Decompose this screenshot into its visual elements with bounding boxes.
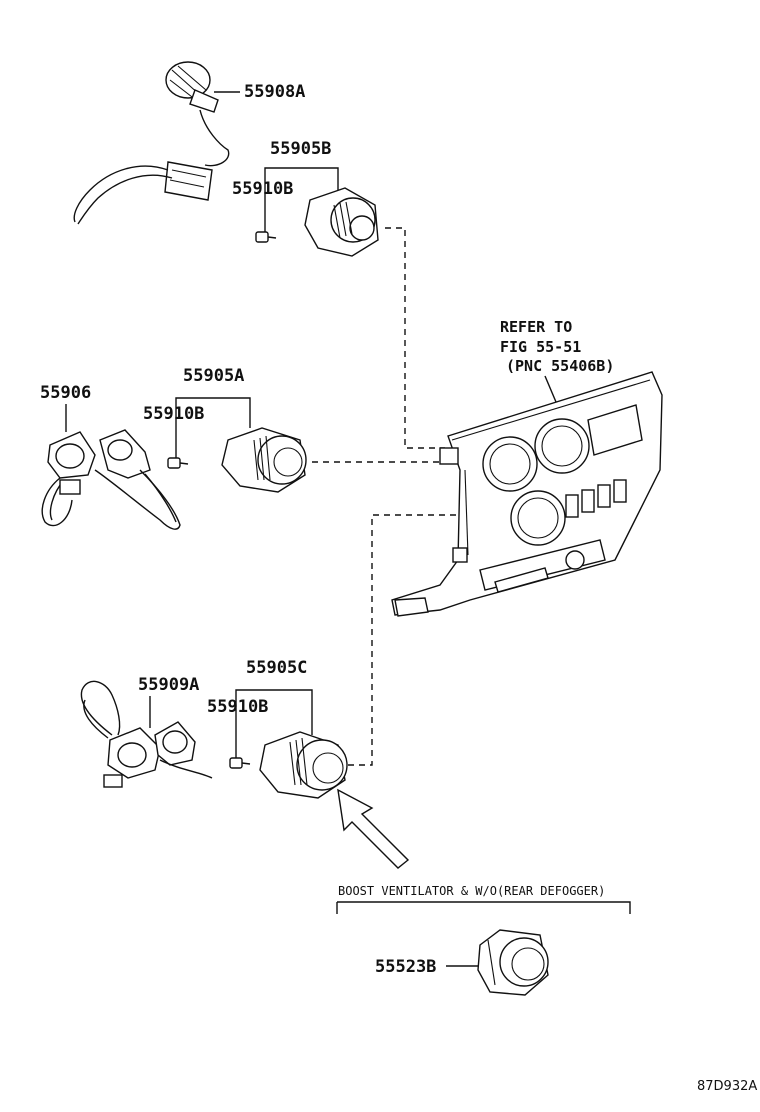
screw-55910B-bot <box>229 757 251 769</box>
condition-note: BOOST VENTILATOR & W/O(REAR DEFOGGER) <box>338 884 605 898</box>
label-55910B-mid: 55910B <box>143 404 204 424</box>
arrow-indicator <box>337 788 410 869</box>
refer-line3: (PNC 55406B) <box>506 357 614 375</box>
label-55910B-bot: 55910B <box>207 697 268 717</box>
cable-55909A <box>80 680 213 788</box>
refer-line2: FIG 55-51 <box>500 338 581 356</box>
label-55906: 55906 <box>40 383 91 403</box>
cable-55906 <box>41 429 181 530</box>
label-55909A: 55909A <box>138 675 199 695</box>
heater-control-panel <box>391 371 663 617</box>
label-55908A: 55908A <box>244 82 305 102</box>
label-55905C: 55905C <box>246 658 307 678</box>
switch-55523B <box>477 929 549 996</box>
label-55523B: 55523B <box>375 957 436 977</box>
knob-55905A <box>221 427 307 493</box>
cable-55908A <box>73 61 230 225</box>
knob-55905B <box>304 187 379 257</box>
refer-line1: REFER TO <box>500 318 572 336</box>
diagram-code: 87D932A <box>697 1079 757 1094</box>
label-55905B: 55905B <box>270 139 331 159</box>
screw-55910B-top <box>255 231 277 243</box>
knob-55905C <box>259 731 348 799</box>
screw-55910B-mid <box>167 457 189 469</box>
label-55905A: 55905A <box>183 366 244 386</box>
label-55910B-top: 55910B <box>232 179 293 199</box>
